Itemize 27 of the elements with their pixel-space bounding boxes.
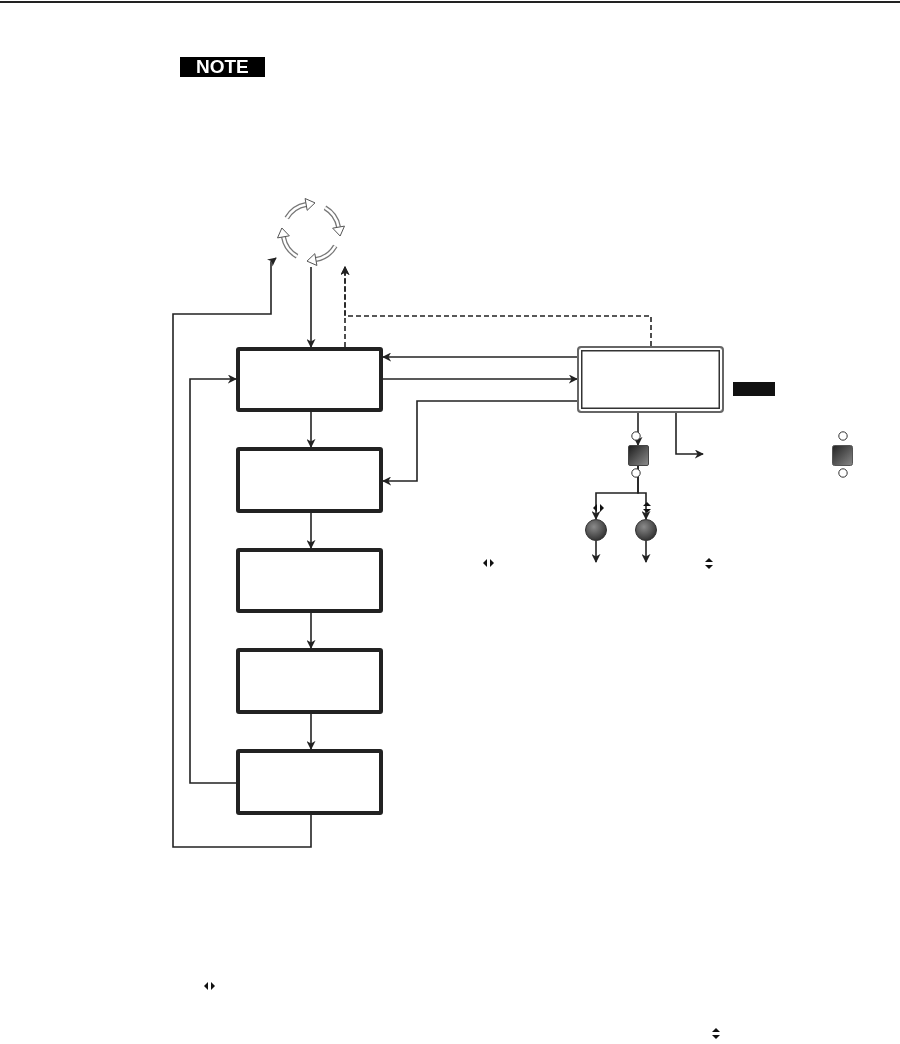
arrow — [641, 540, 651, 563]
arrow — [306, 713, 316, 750]
arrow — [189, 374, 237, 784]
process-box — [236, 648, 383, 714]
arrow — [306, 411, 316, 448]
arrow — [637, 465, 651, 520]
arrow — [382, 352, 578, 362]
arrow — [306, 266, 316, 348]
display-box — [577, 346, 724, 413]
arrow — [633, 412, 643, 446]
process-box — [236, 447, 383, 513]
rotary-knob — [585, 519, 607, 541]
arrow — [591, 540, 601, 563]
arrow — [306, 612, 316, 649]
rotary-knob — [635, 519, 657, 541]
process-box — [236, 749, 383, 815]
arrow — [675, 412, 704, 459]
arrow — [306, 512, 316, 549]
cycle-symbol — [276, 197, 346, 267]
note-label: NOTE — [180, 57, 265, 77]
arrow — [172, 257, 312, 848]
push-button — [628, 445, 649, 466]
arrow — [382, 400, 578, 486]
arrow — [382, 374, 578, 384]
process-box — [236, 548, 383, 613]
process-box — [236, 347, 383, 412]
dashed-arrow — [340, 266, 652, 347]
